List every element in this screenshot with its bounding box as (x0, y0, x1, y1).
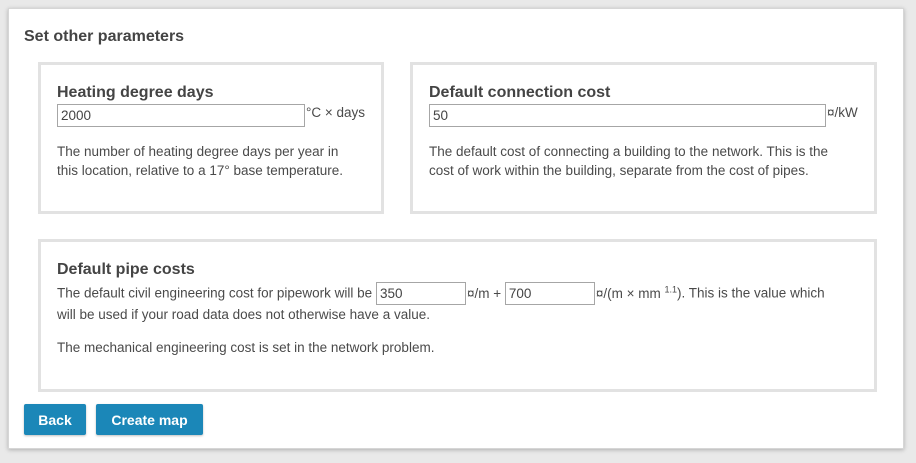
connection-cost-panel: Default connection cost ¤/kW The default… (410, 62, 877, 214)
connection-cost-input[interactable] (429, 104, 826, 127)
heating-degree-days-input[interactable] (57, 104, 305, 127)
pipe-variable-cost-unit: ¤/(m × mm 1.1 (595, 284, 678, 301)
pipe-costs-text-before: The default civil engineering cost for p… (57, 285, 373, 301)
mechanical-cost-note: The mechanical engineering cost is set i… (57, 340, 435, 356)
pipe-fixed-cost-input[interactable] (375, 282, 466, 306)
heating-degree-days-description: The number of heating degree days per ye… (57, 142, 365, 180)
create-map-button[interactable]: Create map (96, 404, 203, 435)
heating-degree-days-row: °C × days (57, 104, 365, 127)
pipe-fixed-cost-unit: ¤/m + (466, 285, 502, 301)
connection-cost-row: ¤/kW (429, 104, 858, 127)
heating-degree-days-title: Heating degree days (57, 84, 214, 101)
pipe-variable-unit-exponent: 1.1 (664, 284, 678, 294)
pipe-variable-cost-input[interactable] (504, 282, 595, 306)
heating-degree-days-panel: Heating degree days °C × days The number… (38, 62, 384, 214)
dialog-title: Set other parameters (24, 28, 185, 45)
pipe-variable-unit-pre: ¤/(m × mm (595, 285, 661, 301)
heating-description-line2: this location, relative to a 17° base te… (57, 163, 344, 178)
connection-cost-title: Default connection cost (429, 84, 611, 101)
pipe-costs-panel: Default pipe costs The default civil eng… (38, 239, 877, 392)
heating-description-line1: The number of heating degree days per ye… (57, 144, 339, 159)
connection-cost-unit: ¤/kW (827, 105, 858, 120)
heating-degree-days-unit: °C × days (305, 105, 365, 120)
back-button[interactable]: Back (24, 404, 86, 435)
set-parameters-dialog: Set other parameters Heating degree days… (8, 8, 904, 449)
pipe-costs-text-after: ). This is the value which (677, 285, 825, 301)
pipe-costs-line2: will be used if your road data does not … (57, 307, 430, 323)
connection-description-line2: cost of work within the building, separa… (429, 163, 809, 178)
connection-description-line1: The default cost of connecting a buildin… (429, 144, 828, 159)
pipe-costs-title: Default pipe costs (57, 261, 195, 278)
pipe-costs-line1: The default civil engineering cost for p… (57, 280, 858, 306)
connection-cost-description: The default cost of connecting a buildin… (429, 142, 858, 180)
